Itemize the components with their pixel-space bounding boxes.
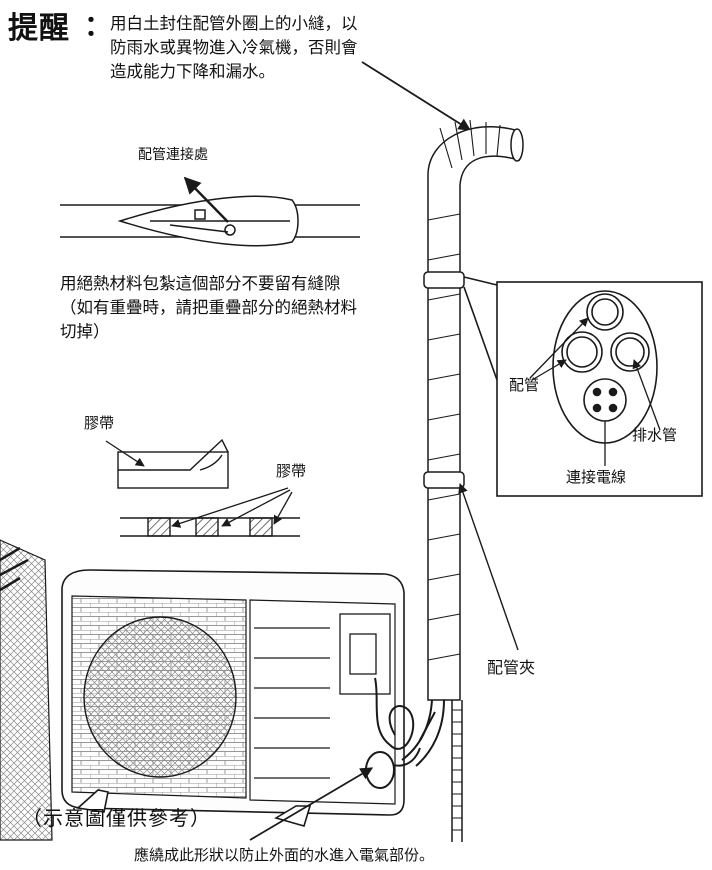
pipe-joint-illustration (60, 195, 360, 247)
pipe-joint-leader-arrow (183, 176, 229, 223)
wall-illustration (0, 539, 53, 841)
tape-label-1: 膠帶 (84, 414, 115, 432)
pipe-joint-label: 配管連接處 (138, 147, 208, 163)
pipe-clamp-label: 配管夾 (487, 658, 536, 677)
pipe-label-arrow-b (531, 359, 567, 381)
tape-2-leader-arrow-b (221, 489, 291, 527)
bottom-note-leader-arrow (249, 767, 374, 841)
cross-section-callout (463, 276, 703, 497)
tip-colon: ： (84, 9, 113, 42)
tip-heading: 提醒 (8, 11, 70, 46)
bottom-note: 應繞成此形狀以防止外面的水進入電氣部份。 (134, 846, 435, 864)
insulation-note: 用絕熱材料包紮這個部分不要留有縫隙（如有重疊時，請把重疊部分的絕熱材料切掉） (60, 274, 357, 341)
tape-2-leader-arrow-a (171, 487, 289, 528)
pipe-label-arrow-a (529, 317, 589, 379)
tip-body: 用白土封住配管外圈上的小縫，以防雨水或異物進入冷氣機，否則會造成能力下降和漏水。 (110, 14, 358, 81)
illustration-caption: （示意圖僅供參考） (22, 806, 211, 830)
wrapped-pipe (401, 119, 524, 842)
refrigerant-pipe-label: 配管 (509, 376, 540, 394)
drain-label-arrow (632, 359, 661, 431)
tape-label-2: 膠帶 (276, 462, 307, 480)
clamp-leader-arrow (458, 483, 519, 651)
tape-detail-illustration (117, 438, 300, 537)
tip-leader-arrow (361, 61, 472, 131)
connecting-wire-label: 連接電線 (566, 468, 627, 486)
tape-2-leader-arrow-c (273, 491, 293, 525)
tape-1-leader-arrow (105, 440, 145, 467)
drain-pipe-label: 排水管 (632, 426, 678, 444)
outdoor-unit (61, 569, 405, 827)
